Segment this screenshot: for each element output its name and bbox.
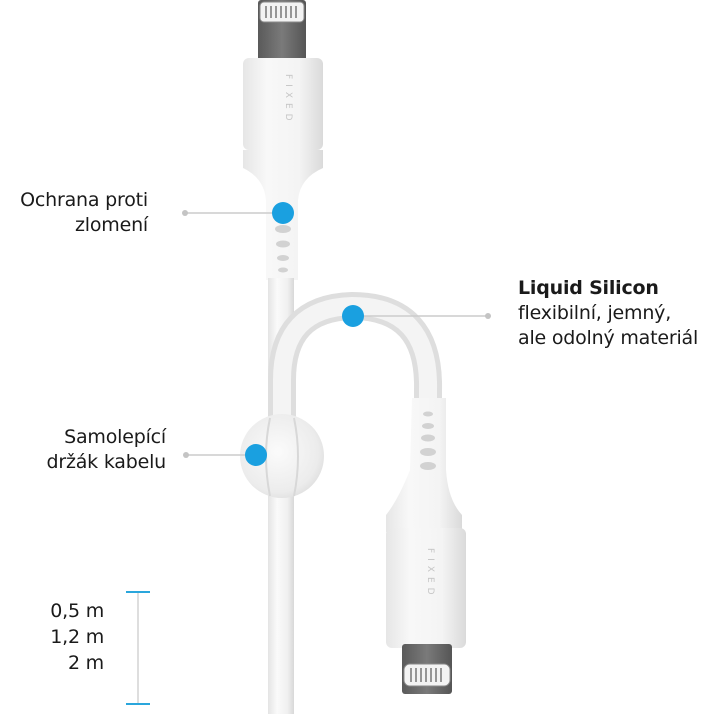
- callout-text: zlomení: [75, 214, 148, 236]
- brand-text: FIXED: [283, 74, 293, 126]
- callout-text: flexibilní, jemný,: [518, 302, 672, 324]
- length-option: 0,5 m: [50, 600, 104, 622]
- callout-strain-relief: Ochrana proti zlomení: [0, 188, 148, 238]
- callout-text: držák kabelu: [46, 451, 166, 473]
- callout-liquid-silicon: Liquid Silicon flexibilní, jemný, ale od…: [518, 276, 720, 351]
- length-options: 0,5 m 1,2 m 2 m: [0, 598, 104, 676]
- callout-text: Ochrana proti: [20, 189, 148, 211]
- blue-dot-icon: [342, 305, 364, 327]
- callout-text: Samolepící: [64, 426, 166, 448]
- top-connector: FIXED: [243, 0, 323, 280]
- callout-cable-holder: Samolepící držák kabelu: [0, 425, 166, 475]
- length-bracket: [126, 591, 150, 705]
- callout-text: ale odolný materiál: [518, 327, 699, 349]
- callout-title: Liquid Silicon: [518, 277, 659, 299]
- svg-text:FIXED: FIXED: [425, 548, 435, 600]
- bottom-connector: FIXED: [386, 398, 466, 694]
- length-option: 2 m: [67, 652, 104, 674]
- length-option: 1,2 m: [50, 626, 104, 648]
- blue-dot-icon: [272, 202, 294, 224]
- blue-dot-icon: [245, 444, 267, 466]
